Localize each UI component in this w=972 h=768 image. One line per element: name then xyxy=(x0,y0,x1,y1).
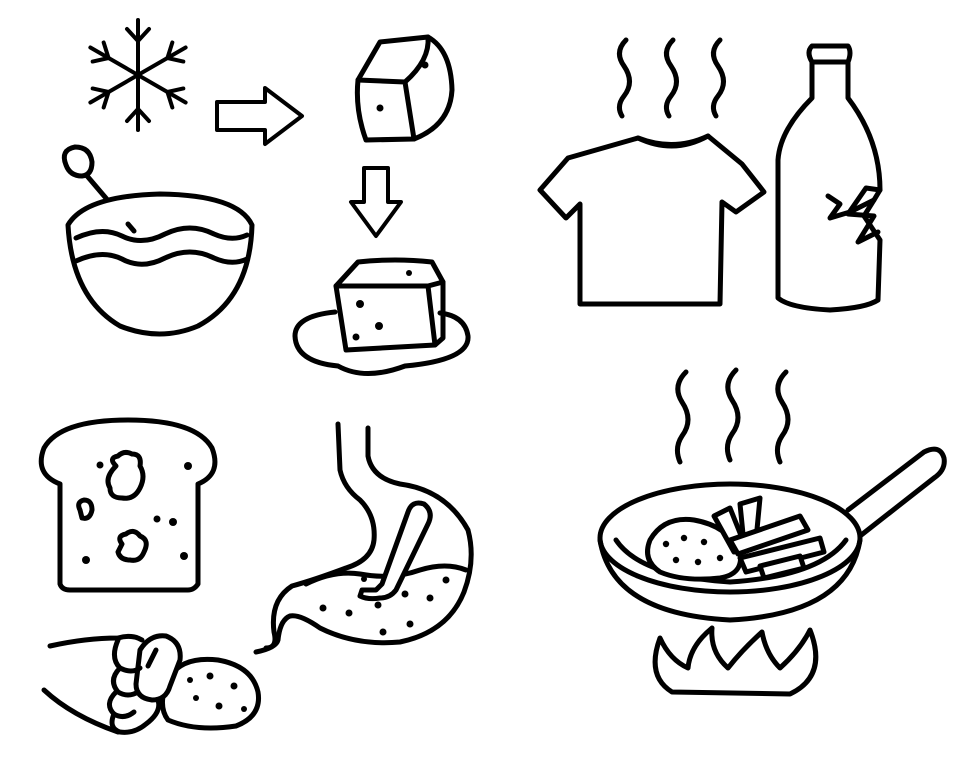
melting-cube-icon xyxy=(292,257,471,376)
broken-bottle-icon xyxy=(775,43,883,313)
hand-icon xyxy=(41,633,183,735)
panel-frozen-food-thawing xyxy=(61,18,471,376)
arrow-down-icon xyxy=(349,166,403,238)
moldy-bread-icon xyxy=(38,417,218,593)
arrow-right-icon xyxy=(215,86,304,146)
frozen-cube-icon xyxy=(354,34,455,143)
frying-pan-handle xyxy=(845,446,947,539)
snowflake-icon xyxy=(88,18,188,132)
stomach-icon xyxy=(253,421,474,655)
flame-icon xyxy=(652,625,819,697)
t-shirt-icon xyxy=(537,133,767,307)
food-icon xyxy=(645,495,827,582)
moldy-potato-icon xyxy=(160,656,262,731)
panel-moldy-food-and-stomach xyxy=(38,417,474,735)
steam-icon xyxy=(616,37,726,119)
panel-smelly-shirt-and-broken-bottle xyxy=(537,37,883,313)
panel-cooking-on-fire xyxy=(597,367,947,697)
bowl-icon xyxy=(65,191,255,337)
steam-icon xyxy=(674,367,791,465)
t-shirt-collar xyxy=(635,133,711,148)
